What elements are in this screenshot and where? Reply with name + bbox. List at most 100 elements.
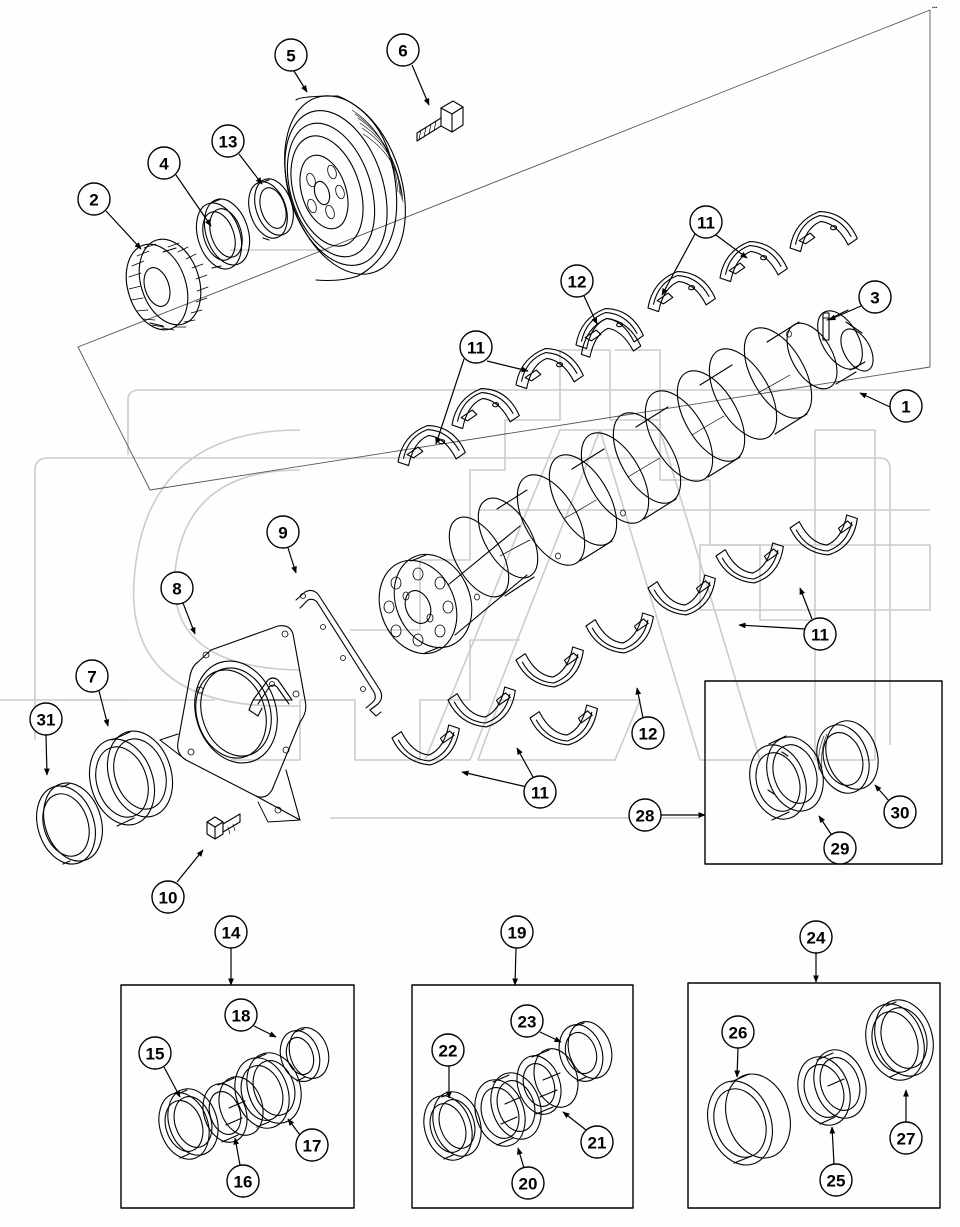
- callout-number: 29: [831, 840, 850, 859]
- leader-line: [98, 690, 110, 727]
- callout-8[interactable]: 8: [160, 571, 196, 635]
- callout-11[interactable]: 11: [461, 770, 557, 809]
- callout-25[interactable]: 25: [819, 1126, 853, 1197]
- callout-15[interactable]: 15: [138, 1036, 181, 1098]
- callout-2[interactable]: 2: [77, 182, 142, 250]
- leader-line: [829, 1126, 836, 1165]
- callout-circle[interactable]: [77, 182, 111, 216]
- callout-circle[interactable]: [631, 716, 665, 750]
- leader-line: [512, 947, 519, 986]
- callout-circle[interactable]: [211, 124, 245, 158]
- callout-21[interactable]: 21: [562, 1111, 614, 1159]
- callout-circle[interactable]: [628, 798, 662, 832]
- callout-number: 11: [697, 214, 715, 233]
- callout-circle[interactable]: [580, 1125, 614, 1159]
- callout-circle[interactable]: [29, 702, 63, 736]
- leader-line: [661, 233, 696, 296]
- callout-number: 22: [439, 1042, 458, 1061]
- callout-number: 27: [897, 1130, 916, 1149]
- callout-circle[interactable]: [138, 1036, 172, 1070]
- leader-line: [828, 305, 862, 321]
- callout-3[interactable]: 3: [828, 280, 892, 321]
- callout-circle[interactable]: [459, 330, 493, 364]
- callout-18[interactable]: 18: [224, 998, 277, 1038]
- callout-circle[interactable]: [266, 515, 300, 549]
- callout-11[interactable]: 11: [799, 587, 837, 651]
- callout-circle[interactable]: [274, 38, 308, 72]
- callout-12[interactable]: 12: [560, 264, 598, 325]
- callout-23[interactable]: 23: [510, 1004, 562, 1043]
- callout-29[interactable]: 29: [818, 815, 857, 865]
- callout-circle[interactable]: [386, 33, 420, 67]
- inset-frame: [77, 9, 931, 491]
- callout-11b2[interactable]: [715, 234, 748, 259]
- callout-30[interactable]: 30: [874, 784, 917, 829]
- callout-10[interactable]: 10: [151, 849, 204, 914]
- callout-31[interactable]: 31: [29, 702, 63, 776]
- leader-line: [293, 70, 308, 93]
- callout-number: 15: [146, 1045, 165, 1064]
- leader-line: [435, 358, 465, 445]
- callout-12[interactable]: 12: [631, 687, 665, 750]
- leader-line: [182, 602, 196, 635]
- callout-24[interactable]: 24: [799, 920, 833, 983]
- callout-circle[interactable]: [224, 998, 258, 1032]
- callout-circle[interactable]: [858, 280, 892, 314]
- callout-5[interactable]: 5: [274, 38, 308, 93]
- callout-circle[interactable]: [147, 146, 181, 180]
- part-4-front-seal: [195, 198, 251, 270]
- callout-circle[interactable]: [803, 617, 837, 651]
- part-7-wear-sleeve: [88, 730, 174, 827]
- callout-circle[interactable]: [523, 775, 557, 809]
- callout-circle[interactable]: [151, 880, 185, 914]
- callout-circle[interactable]: [689, 205, 723, 239]
- callout-9[interactable]: 9: [266, 515, 300, 574]
- callout-7[interactable]: 7: [75, 659, 110, 727]
- callout-28[interactable]: 28: [628, 798, 706, 832]
- callout-1[interactable]: 1: [859, 389, 923, 423]
- callout-11d2[interactable]: [516, 747, 534, 778]
- callout-14[interactable]: 14: [214, 915, 248, 986]
- callout-circle[interactable]: [510, 1004, 544, 1038]
- callout-13[interactable]: 13: [211, 124, 263, 185]
- callout-circle[interactable]: [295, 1128, 329, 1162]
- leader-line: [163, 1066, 181, 1098]
- part-8-rear-housing: [159, 625, 307, 823]
- callout-22[interactable]: 22: [431, 1033, 465, 1099]
- callout-27[interactable]: 27: [889, 1089, 923, 1155]
- callout-number: 11: [531, 784, 549, 803]
- callout-11a2[interactable]: [486, 360, 529, 373]
- callout-circle[interactable]: [823, 831, 857, 865]
- callout-circle[interactable]: [799, 920, 833, 954]
- callout-circle[interactable]: [160, 571, 194, 605]
- callout-circle[interactable]: [226, 1164, 260, 1198]
- callout-circle[interactable]: [721, 1015, 755, 1049]
- callout-circle[interactable]: [500, 915, 534, 949]
- callout-6[interactable]: 6: [386, 33, 430, 106]
- leader-line: [539, 1031, 562, 1043]
- callout-circle[interactable]: [431, 1033, 465, 1067]
- callout-circle[interactable]: [889, 1121, 923, 1155]
- bearing-shells-lower: [391, 514, 858, 766]
- callout-circle[interactable]: [889, 389, 923, 423]
- box-19-frame: [411, 984, 634, 1209]
- callout-19[interactable]: 19: [500, 915, 534, 986]
- callout-circle[interactable]: [511, 1166, 545, 1200]
- callout-circle[interactable]: [560, 264, 594, 298]
- callout-16[interactable]: 16: [226, 1137, 260, 1198]
- callout-11[interactable]: 11: [435, 330, 493, 445]
- corner-mark: ▪▪▪: [932, 5, 938, 11]
- callout-11[interactable]: 11: [661, 205, 723, 296]
- callout-4[interactable]: 4: [147, 146, 212, 227]
- callout-20[interactable]: 20: [511, 1147, 545, 1200]
- callout-circle[interactable]: [75, 659, 109, 693]
- callout-26[interactable]: 26: [721, 1015, 755, 1078]
- leader-line: [583, 295, 598, 325]
- callout-17[interactable]: 17: [287, 1118, 329, 1162]
- callout-11c2[interactable]: [738, 622, 806, 630]
- callout-number: 16: [234, 1173, 253, 1192]
- callout-circle[interactable]: [214, 915, 248, 949]
- callout-circle[interactable]: [819, 1163, 853, 1197]
- callout-circle[interactable]: [883, 795, 917, 829]
